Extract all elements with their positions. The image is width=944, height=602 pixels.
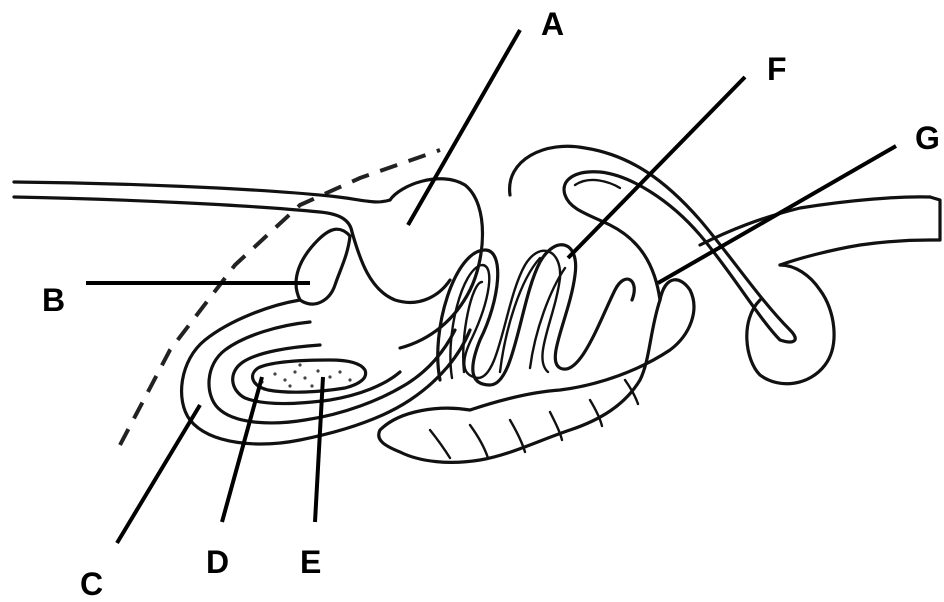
label-c: C xyxy=(80,568,103,600)
pointer-line-a xyxy=(408,30,520,225)
label-f: F xyxy=(767,53,787,85)
stomach xyxy=(390,179,483,348)
gizzard-pouch xyxy=(296,229,350,304)
stomach-inner xyxy=(352,232,450,302)
label-a: A xyxy=(541,8,564,40)
label-e: E xyxy=(300,546,321,578)
gut-contents-dots xyxy=(260,363,351,387)
pointer-line-f xyxy=(568,77,745,258)
rectum-lower-wall xyxy=(780,240,930,265)
label-g: G xyxy=(915,122,940,154)
rectum-loop xyxy=(747,265,834,384)
label-d: D xyxy=(206,546,229,578)
intestinal-loop-middle xyxy=(209,322,455,423)
intestinal-loop-core xyxy=(253,360,366,392)
intestinal-loop-outer xyxy=(182,300,470,444)
pointer-line-c xyxy=(117,405,200,543)
pointer-line-e xyxy=(315,377,323,522)
rectum-end-cap xyxy=(930,197,940,240)
colon-inner-line xyxy=(575,180,620,188)
label-b: B xyxy=(42,284,65,316)
coiled-intestine xyxy=(438,245,635,385)
pointer-line-d xyxy=(222,377,262,522)
